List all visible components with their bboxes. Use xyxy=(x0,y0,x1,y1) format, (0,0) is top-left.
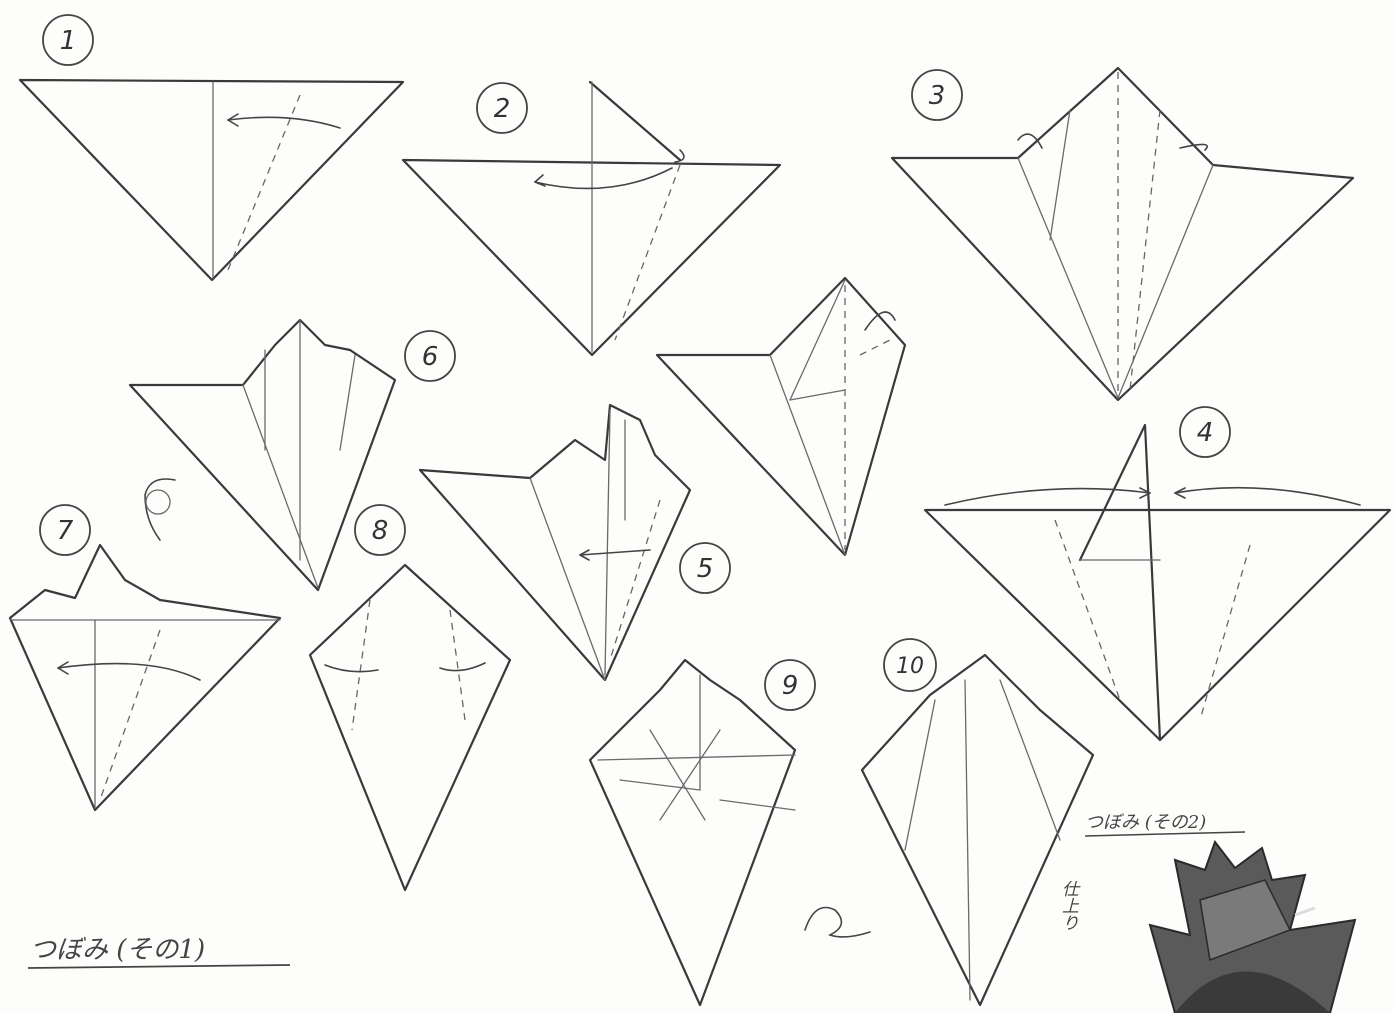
step-4-figure: 4 xyxy=(925,407,1390,740)
step-1-number: 1 xyxy=(60,26,77,56)
title-main-label: つぼみ (その1) xyxy=(30,935,205,965)
step-8-number: 8 xyxy=(372,516,389,546)
step-10-number: 10 xyxy=(896,654,924,679)
step-2-figure: 2 xyxy=(403,82,780,355)
step-8-figure: 8 xyxy=(310,505,510,890)
step-4-number: 4 xyxy=(1197,418,1214,448)
step-10-figure: 10 xyxy=(805,639,1093,1005)
finished-label: 仕上り xyxy=(1058,880,1079,931)
step-2-number: 2 xyxy=(494,94,511,124)
step-9-figure: 9 xyxy=(590,660,815,1005)
step-5-number: 5 xyxy=(697,554,714,584)
step-7-number: 7 xyxy=(57,516,74,546)
step-1-figure: 1 xyxy=(20,15,403,280)
title-alt-label: つぼみ (その2) xyxy=(1085,812,1206,833)
step-3-figure: 3 xyxy=(892,68,1353,400)
step-6-number: 6 xyxy=(422,342,439,372)
step-5-figure: 5 xyxy=(420,405,730,680)
finished-bud-figure xyxy=(1150,842,1355,1013)
step-9-number: 9 xyxy=(782,671,799,701)
step-3-number: 3 xyxy=(929,81,946,111)
step-6-figure: 6 xyxy=(130,320,455,590)
step-4b-figure xyxy=(657,278,905,555)
step-7-figure: 7 xyxy=(10,479,280,810)
